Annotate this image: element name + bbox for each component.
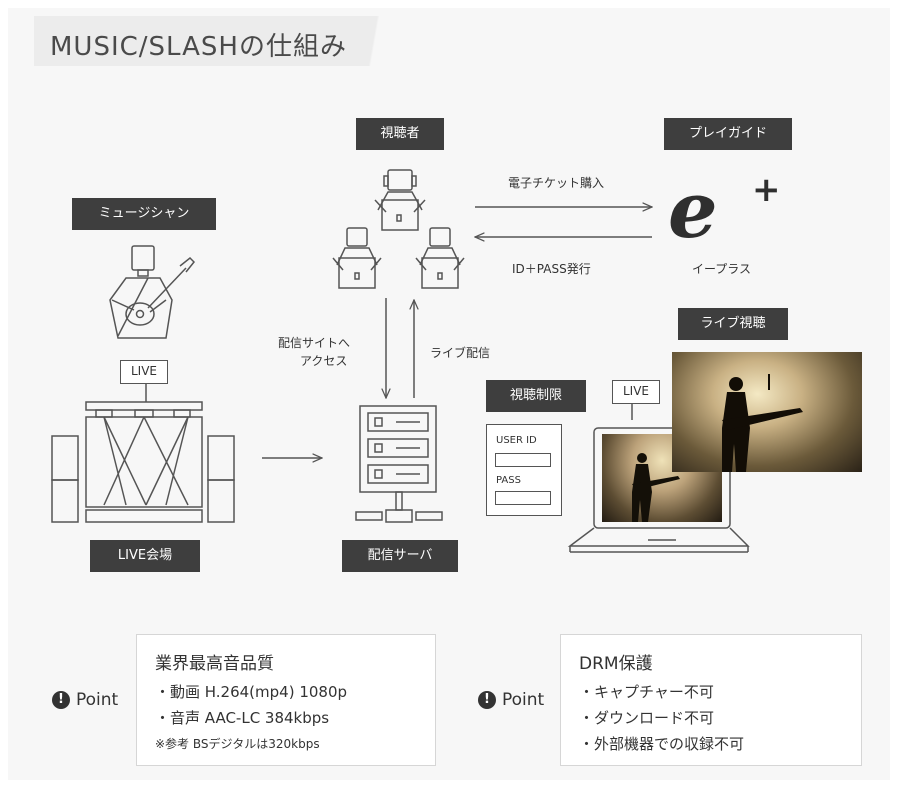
access-label-1: 配信サイトへ xyxy=(278,336,351,350)
point-text-2: Point xyxy=(502,690,545,710)
tag-venue: LIVE会場 xyxy=(90,540,200,572)
point-text-1: Point xyxy=(76,690,119,710)
id-pass-label: ID＋PASS発行 xyxy=(512,262,591,276)
title-band xyxy=(34,16,434,66)
viewer-icon-left xyxy=(332,227,382,289)
user-id-field xyxy=(495,453,551,467)
tag-restriction: 視聴制限 xyxy=(486,380,586,412)
point-line-recording: ・外部機器での収録不可 xyxy=(579,735,745,753)
tag-playguide: プレイガイド xyxy=(664,118,792,150)
pass-field xyxy=(495,491,551,505)
stage-icon xyxy=(51,384,235,523)
point-box-quality: 業界最高音品質 ・動画 H.264(mp4) 1080p ・音声 AAC-LC … xyxy=(136,634,436,766)
pass-label: PASS xyxy=(496,475,521,486)
point-heading-drm: DRM保護 xyxy=(579,654,653,674)
live-badge-venue: LIVE xyxy=(120,360,168,384)
point-line-download: ・ダウンロード不可 xyxy=(579,709,715,727)
tag-musician: ミュージシャン xyxy=(72,198,216,230)
point-label-1: ! Point xyxy=(52,690,118,710)
live-badge-laptop: LIVE xyxy=(612,380,660,404)
eplus-logo: e xyxy=(668,165,718,256)
login-form-icon: USER ID PASS xyxy=(486,424,562,516)
exclamation-icon: ! xyxy=(478,691,496,709)
point-box-drm: DRM保護 ・キャプチャー不可 ・ダウンロード不可 ・外部機器での収録不可 xyxy=(560,634,862,766)
access-label-2: アクセス xyxy=(300,354,348,368)
live-performance-photo xyxy=(672,352,862,472)
live-delivery-label: ライブ配信 xyxy=(430,346,491,360)
tag-server: 配信サーバ xyxy=(342,540,458,572)
viewer-icon-right xyxy=(415,227,465,289)
ticket-purchase-label: 電子チケット購入 xyxy=(508,176,605,190)
eplus-plus-icon: + xyxy=(752,170,781,210)
eplus-name: イープラス xyxy=(692,262,752,276)
point-line-audio: ・音声 AAC-LC 384kbps xyxy=(155,709,330,727)
server-icon xyxy=(355,405,443,523)
tag-live-watch: ライブ視聴 xyxy=(678,308,788,340)
exclamation-icon: ! xyxy=(52,691,70,709)
user-id-label: USER ID xyxy=(496,435,537,446)
viewer-icon xyxy=(374,169,426,231)
tag-viewer: 視聴者 xyxy=(356,118,444,150)
page-title: MUSIC/SLASHの仕組み xyxy=(50,32,347,62)
point-label-2: ! Point xyxy=(478,690,544,710)
point-heading-quality: 業界最高音品質 xyxy=(155,654,274,674)
point-line-capture: ・キャプチャー不可 xyxy=(579,683,714,701)
point-note-bs: ※参考 BSデジタルは320kbps xyxy=(155,737,320,751)
laptop-icon xyxy=(567,427,750,553)
point-line-video: ・動画 H.264(mp4) 1080p xyxy=(155,683,348,701)
musician-icon xyxy=(109,245,196,339)
